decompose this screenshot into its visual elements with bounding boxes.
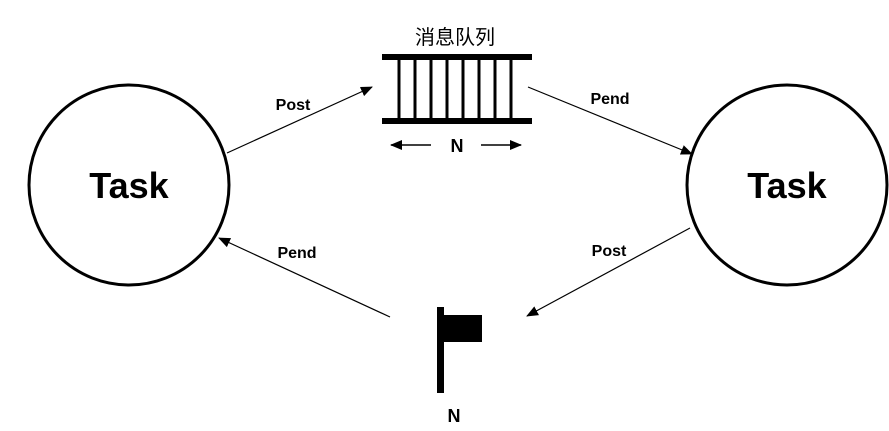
edge-pend-flag-to-task: [218, 237, 391, 318]
task-node-left: Task: [27, 83, 231, 287]
task-left-label: Task: [89, 165, 169, 206]
queue-slots: [397, 60, 513, 118]
edge-post-task-to-queue-label: Post: [276, 97, 311, 114]
flag-icon: [437, 307, 482, 393]
edge-post-task-to-flag-label: Post: [592, 243, 627, 260]
message-queue: 消息队列 N: [382, 25, 532, 156]
queue-bottom-bar: [382, 118, 532, 124]
flag-label: N: [448, 406, 461, 426]
task-right-label: Task: [747, 165, 827, 206]
edge-post-task-to-queue: [226, 86, 373, 154]
queue-title: 消息队列: [415, 25, 495, 49]
task-node-right: Task: [685, 83, 889, 287]
flag-banner: [444, 315, 482, 342]
flag-pole: [437, 307, 444, 393]
queue-length-label: N: [451, 136, 464, 156]
edge-pend-queue-to-task: [527, 86, 693, 155]
edge-pend-flag-to-task-label: Pend: [277, 245, 316, 262]
queue-top-bar: [382, 54, 532, 60]
edge-post-task-to-flag: [526, 227, 691, 317]
edge-pend-queue-to-task-label: Pend: [590, 91, 629, 108]
